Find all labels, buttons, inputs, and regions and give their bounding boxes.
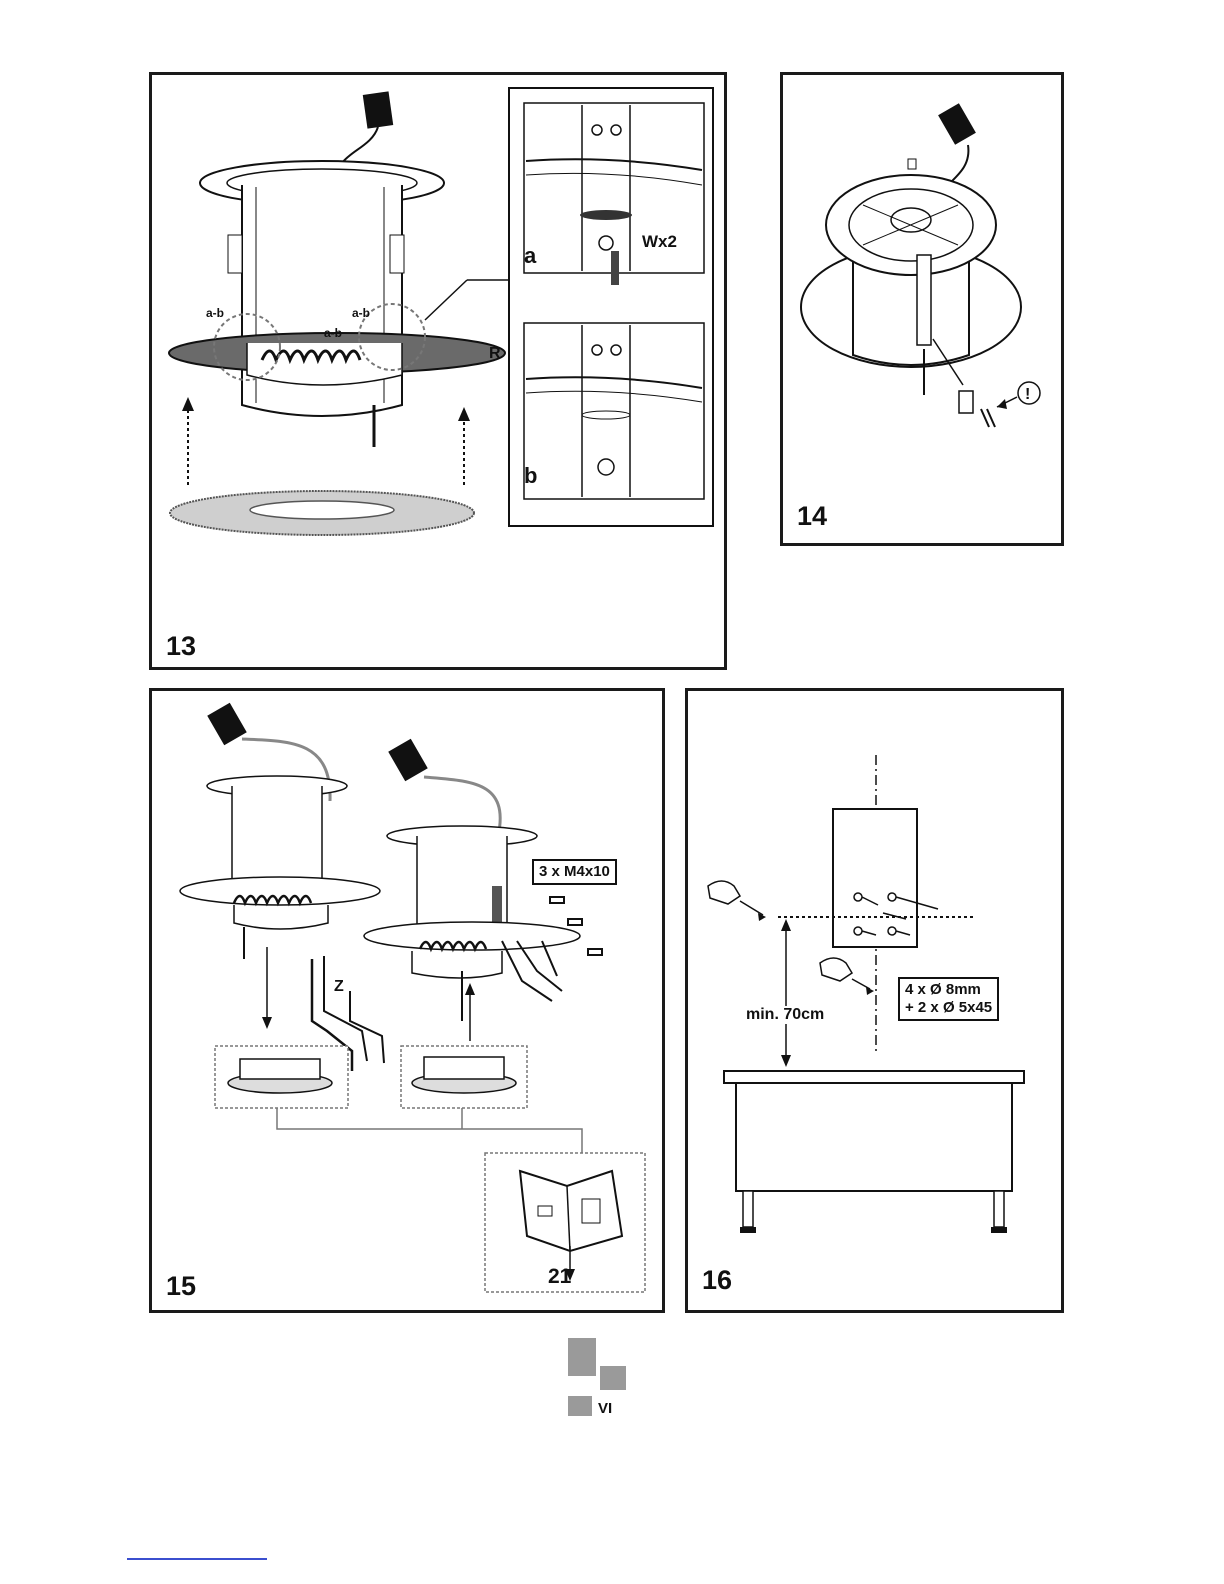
drill-icon-right (820, 958, 870, 989)
label-wx2: Wx2 (642, 232, 677, 251)
warning-mark: ! (1025, 386, 1030, 403)
label-z: Z (334, 978, 344, 995)
page-marker-block (568, 1338, 596, 1376)
panel-16: min. 70cm 4 x Ø 8mm + 2 x Ø 5x45 16 (685, 688, 1064, 1313)
label-detail-a: a (524, 243, 537, 268)
label-ab-left: a-b (206, 306, 224, 320)
panel-number-14: 14 (797, 501, 827, 532)
hood-chimney-assembly-diagram: a-b a-b a-b R a Wx2 b (152, 75, 724, 667)
page-marker-block (600, 1366, 626, 1390)
panel-13: a-b a-b a-b R a Wx2 b 13 (149, 72, 727, 670)
chimney-fixing-diagram: ! (783, 75, 1061, 543)
label-screws-m4x10: 3 x M4x10 (532, 859, 617, 885)
drilling-template (833, 809, 917, 947)
panel-14: ! 14 (780, 72, 1064, 546)
filter-removal-diagram: Z (152, 691, 662, 1310)
panel-number-13: 13 (166, 631, 196, 662)
bottom-link-underline[interactable] (127, 1558, 267, 1560)
panel-number-16: 16 (702, 1265, 732, 1296)
label-page-ref-21: 21 (548, 1265, 571, 1289)
label-fixings-line1: 4 x Ø 8mm (905, 981, 992, 999)
drill-icon-left (708, 881, 763, 915)
page-label: VI (598, 1400, 612, 1417)
wall-mounting-height-diagram (688, 691, 1061, 1310)
label-fixings-line2: + 2 x Ø 5x45 (905, 999, 992, 1017)
panel-15: Z (149, 688, 665, 1313)
plug-icon-right (388, 739, 428, 781)
panel-number-15: 15 (166, 1271, 196, 1302)
label-min-height: min. 70cm (746, 1006, 824, 1024)
label-ab-center: a-b (324, 326, 342, 340)
label-ring-r: R (489, 345, 501, 362)
page-marker-block (568, 1396, 592, 1416)
label-detail-b: b (524, 463, 537, 488)
plug-icon-left (207, 703, 247, 745)
cooker-unit (736, 1083, 1012, 1191)
plug-icon (938, 103, 976, 144)
plug-icon (363, 91, 393, 128)
label-fixings: 4 x Ø 8mm + 2 x Ø 5x45 (898, 977, 999, 1021)
label-ab-right: a-b (352, 306, 370, 320)
